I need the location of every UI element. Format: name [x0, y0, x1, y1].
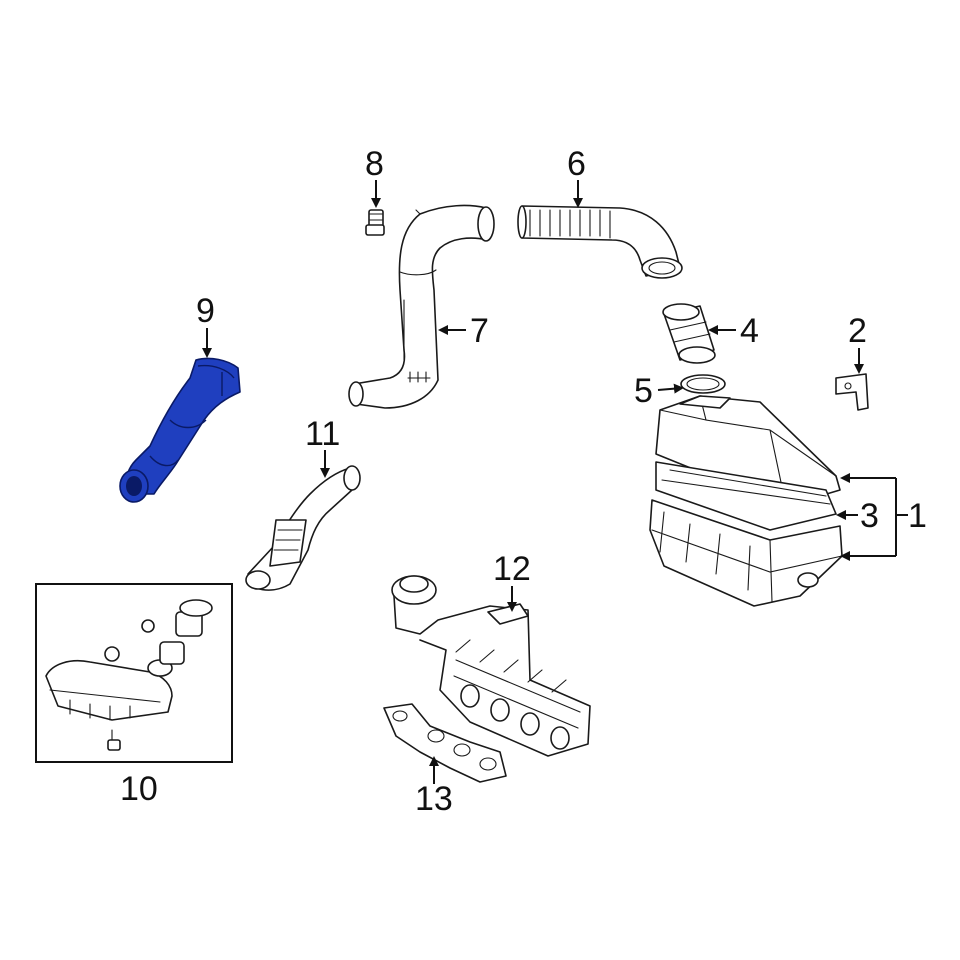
callout-6[interactable]: 6: [567, 145, 586, 183]
part-9-air-duct[interactable]: [119, 357, 241, 503]
callout-11[interactable]: 11: [305, 415, 340, 453]
part-5-o-ring[interactable]: [680, 374, 726, 394]
callout-12[interactable]: 12: [493, 550, 531, 588]
callout-10[interactable]: 10: [120, 770, 158, 808]
part-4-coupler[interactable]: [662, 303, 716, 364]
part-2-bracket[interactable]: [835, 373, 869, 411]
part-6-intake-duct[interactable]: [517, 205, 683, 279]
callout-1[interactable]: 1: [908, 497, 927, 535]
callout-7[interactable]: 7: [470, 312, 489, 350]
callout-4[interactable]: 4: [740, 312, 759, 350]
part-11-elbow-tube[interactable]: [245, 465, 361, 591]
part-10-resonator-kit[interactable]: [45, 599, 213, 751]
part-13-gasket[interactable]: [383, 703, 507, 783]
leader-5: [657, 383, 684, 394]
part-1-air-cleaner-assembly[interactable]: [649, 395, 843, 607]
callout-9[interactable]: 9: [196, 292, 215, 330]
part-12-intake-manifold[interactable]: [391, 575, 591, 757]
callout-13[interactable]: 13: [415, 780, 453, 818]
callout-5[interactable]: 5: [634, 372, 653, 410]
part-10-inset-box: [35, 583, 233, 763]
callout-1-bracket-lines: [836, 473, 908, 561]
callout-8[interactable]: 8: [365, 145, 384, 183]
callout-3[interactable]: 3: [860, 497, 879, 535]
part-7-curved-hose[interactable]: [348, 204, 495, 409]
callout-2[interactable]: 2: [848, 312, 867, 350]
part-8-sensor[interactable]: [365, 209, 385, 236]
